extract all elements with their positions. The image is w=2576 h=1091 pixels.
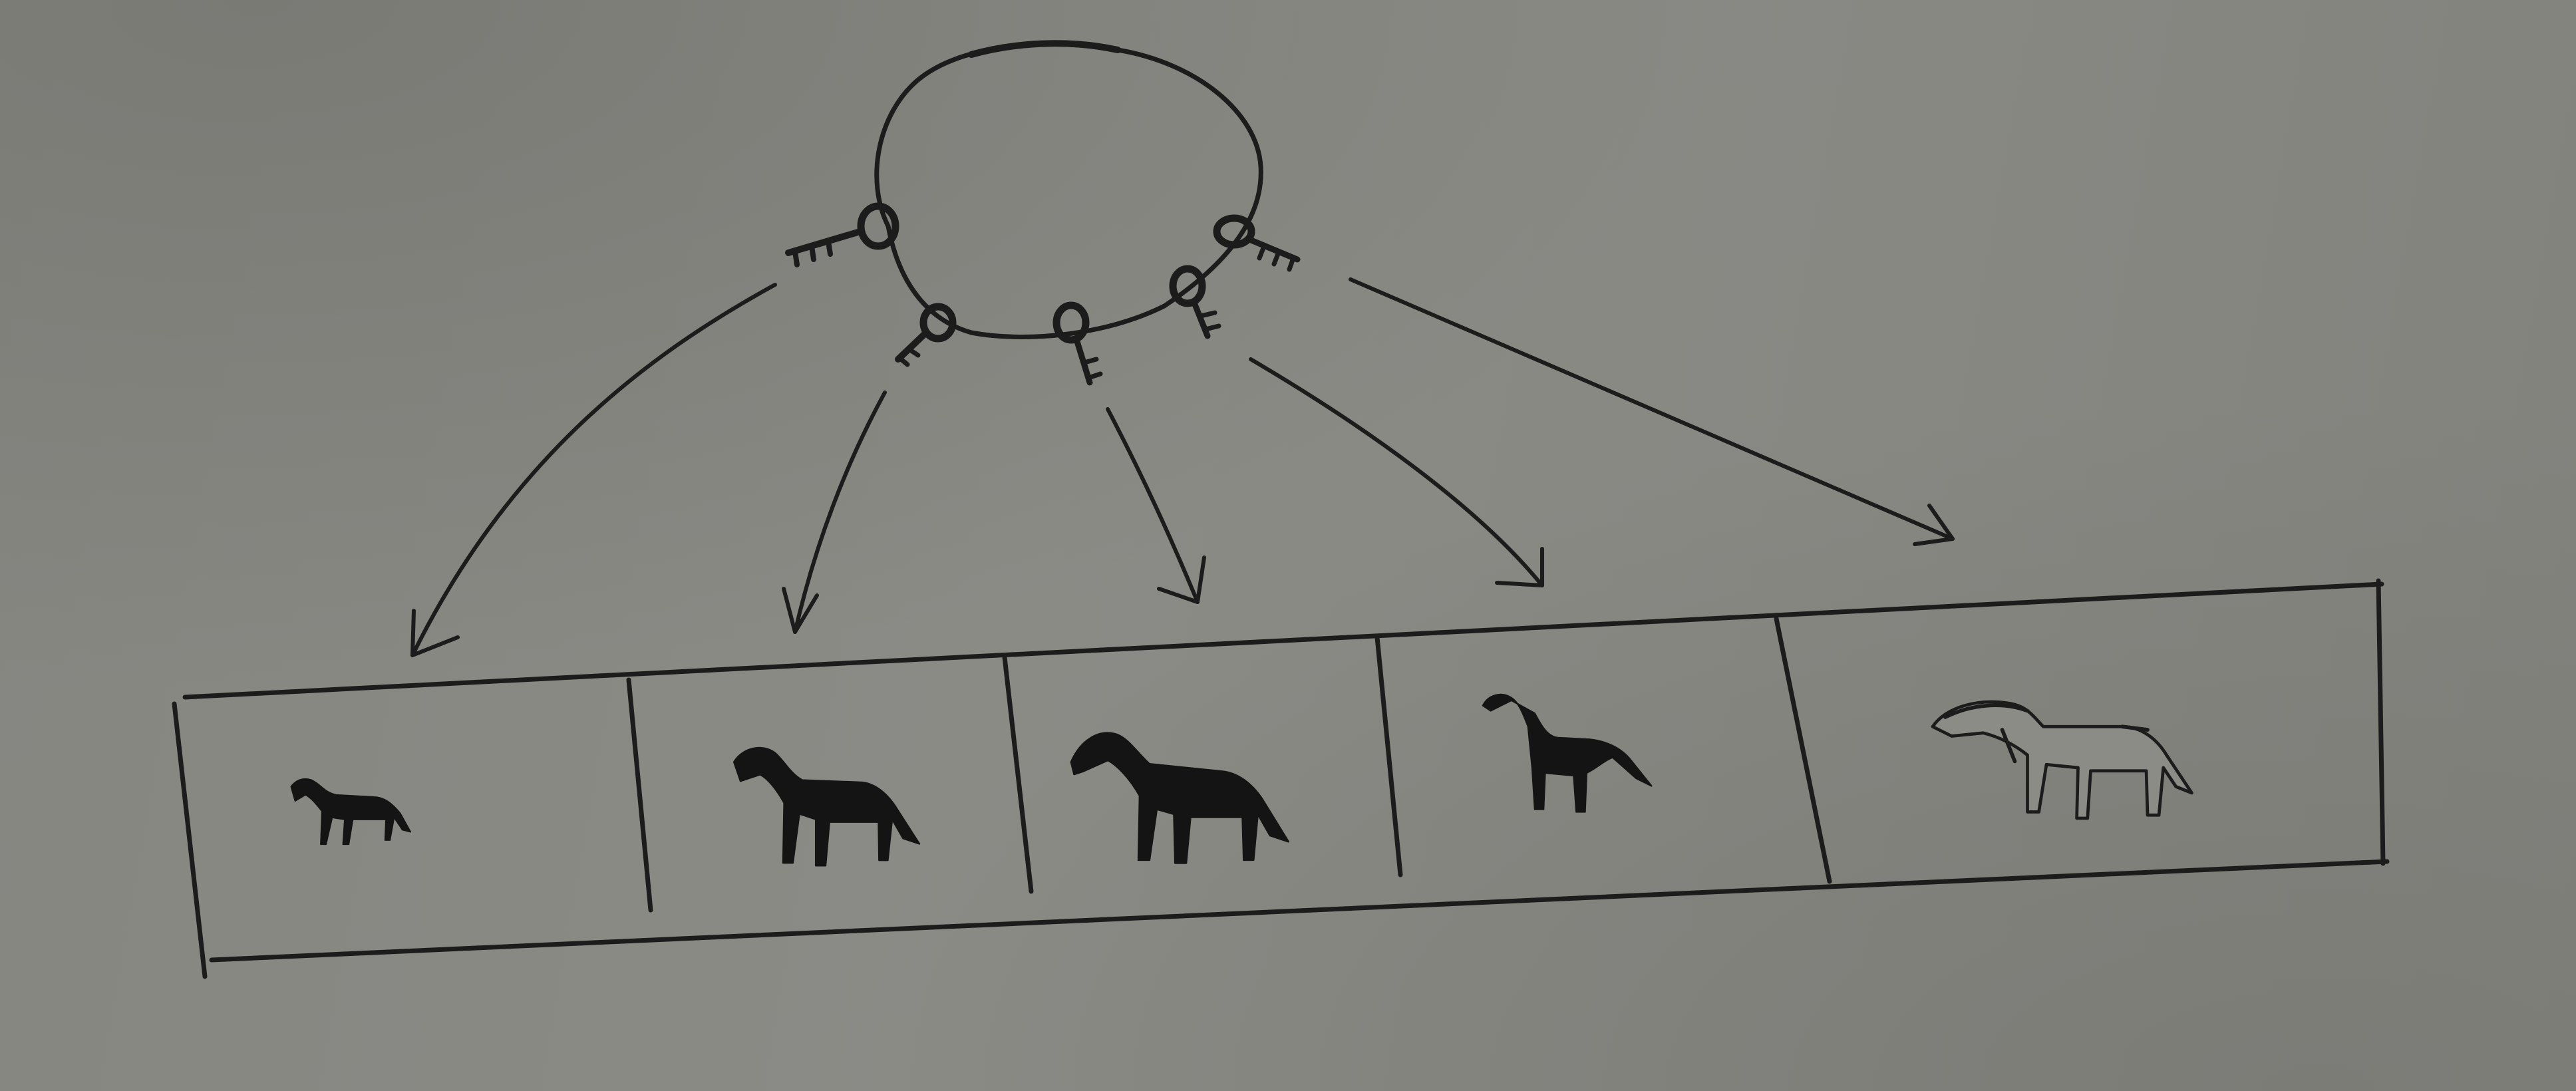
key-icon-lower-right [1169, 265, 1221, 339]
slot-divider-1 [626, 677, 653, 913]
slot-divider-2 [1002, 655, 1034, 894]
horse-icon-slot-4 [1482, 693, 1653, 813]
horse-icon-slot-2 [732, 746, 921, 867]
ring-circle [874, 41, 1263, 339]
array-top-border [182, 581, 2384, 700]
array-right-border [2376, 578, 2386, 866]
array-bottom-border [209, 859, 2390, 963]
slot-divider-4 [1774, 616, 1832, 884]
key-icon-lower-left [895, 303, 957, 367]
key-icon-left [785, 202, 899, 267]
arrow-to-slot-1 [410, 283, 777, 657]
arrow-to-slot-4 [1249, 357, 1544, 587]
key-icon-right [1213, 214, 1301, 272]
arrow-to-slot-3 [1106, 407, 1206, 604]
array-box [172, 578, 2390, 979]
arrow-to-slot-2 [782, 390, 887, 634]
array-left-border [172, 701, 208, 979]
key-ring-icon [785, 40, 1301, 386]
key-icon-bottom [1052, 301, 1103, 386]
horse-icon-slot-3 [1070, 732, 1289, 864]
arrow-to-slot-5 [1349, 277, 1955, 546]
horse-icon-slot-5 [1931, 700, 2193, 820]
slot-divider-3 [1374, 635, 1403, 877]
ring-top-heavy-stroke [968, 40, 1121, 58]
horse-icon-slot-1 [290, 778, 412, 846]
arrows [410, 277, 1955, 657]
